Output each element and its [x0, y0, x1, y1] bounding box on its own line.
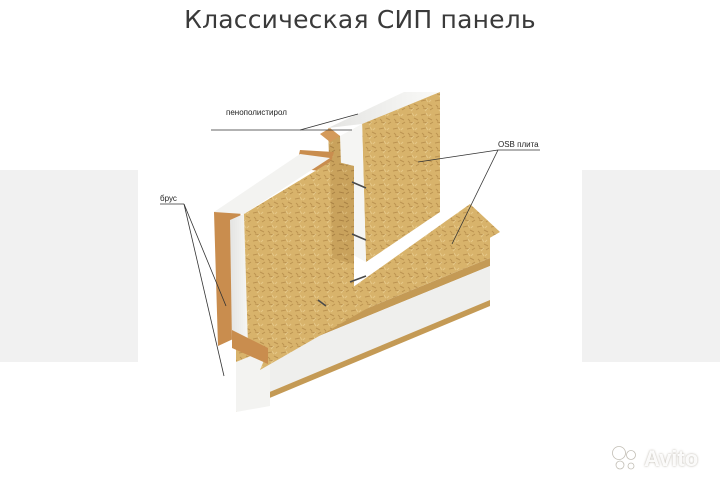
- avito-watermark: Avito: [610, 444, 698, 474]
- label-polystyrene: пенополистирол: [226, 108, 287, 117]
- floor-front-foam: [236, 266, 490, 406]
- floor-top-osb-main: [260, 204, 500, 370]
- front-wall-bottom-beam: [232, 330, 268, 364]
- front-wall-osb-face: [244, 162, 354, 350]
- joint-osb-layer: [330, 160, 354, 264]
- title-bar: Классическая СИП панель: [0, 0, 720, 50]
- left-background-panel: [0, 170, 138, 362]
- label-beam: брус: [160, 194, 177, 203]
- avito-logo-icon: [612, 446, 636, 470]
- front-wall-foam-top: [214, 154, 330, 214]
- right-background-panel: [582, 170, 720, 362]
- back-wall-osb-face: [362, 92, 440, 262]
- back-wall-beam-top: [320, 128, 340, 142]
- screws: [317, 181, 367, 307]
- leader-lines: [160, 113, 540, 377]
- floor-front-bottom-edge: [236, 300, 490, 412]
- back-wall-foam-top: [328, 92, 440, 128]
- label-osb: OSB плита: [498, 140, 539, 149]
- avito-wordmark: Avito: [644, 446, 699, 471]
- page-title: Классическая СИП панель: [184, 5, 536, 34]
